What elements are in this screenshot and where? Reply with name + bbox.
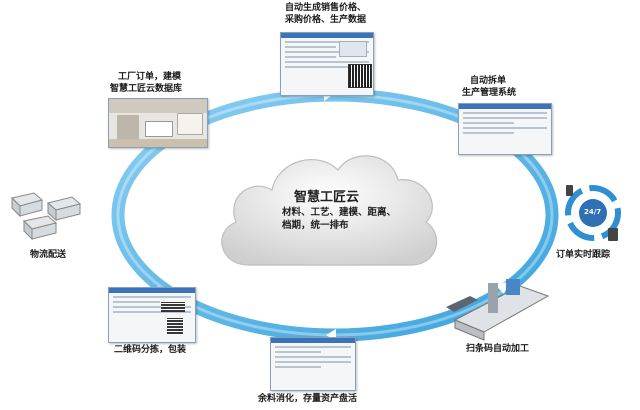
label-top-left-2: 智慧工匠云数据库 xyxy=(110,84,183,94)
tracking-24-7-icon xyxy=(565,185,621,241)
tablet-icon xyxy=(608,228,618,241)
label-top-1: 自动生成销售价格、 xyxy=(285,3,367,13)
center-title: 智慧工匠云 xyxy=(294,190,360,205)
logistics-crates-icon xyxy=(11,192,82,241)
label-top-2: 采购价格、生产数据 xyxy=(285,15,367,25)
room-render-image xyxy=(108,98,208,148)
production-system-screenshot xyxy=(458,103,552,155)
center-line-2: 档期，统一排布 xyxy=(282,220,349,231)
cnc-machine-icon xyxy=(446,279,550,341)
phone-icon xyxy=(566,185,573,196)
barcode-icon xyxy=(348,64,372,88)
center-text: 智慧工匠云 材料、工艺、建模、距离、 档期，统一排布 xyxy=(270,190,396,232)
label-left-bottom: 二维码分拣，包装 xyxy=(114,345,187,355)
label-right: 订单实时跟踪 xyxy=(556,250,611,260)
materials-screenshot xyxy=(270,337,356,391)
label-right-bottom: 扫条码自动加工 xyxy=(466,344,530,354)
cloud-shape xyxy=(221,155,438,266)
label-top-left-1: 工厂订单，建模 xyxy=(118,72,182,82)
qr-sorting-screenshot xyxy=(108,287,196,343)
center-line-1: 材料、工艺、建模、距离、 xyxy=(282,207,397,218)
label-bottom: 余料消化，存量资产盘活 xyxy=(258,394,358,404)
badge-text: 24/7 xyxy=(584,208,602,216)
arrow-right-bottom-icon xyxy=(496,281,509,294)
label-left: 物流配送 xyxy=(30,250,67,260)
label-right-top-2: 生产管理系统 xyxy=(462,88,517,98)
label-right-top-1: 自动拆单 xyxy=(470,76,507,86)
